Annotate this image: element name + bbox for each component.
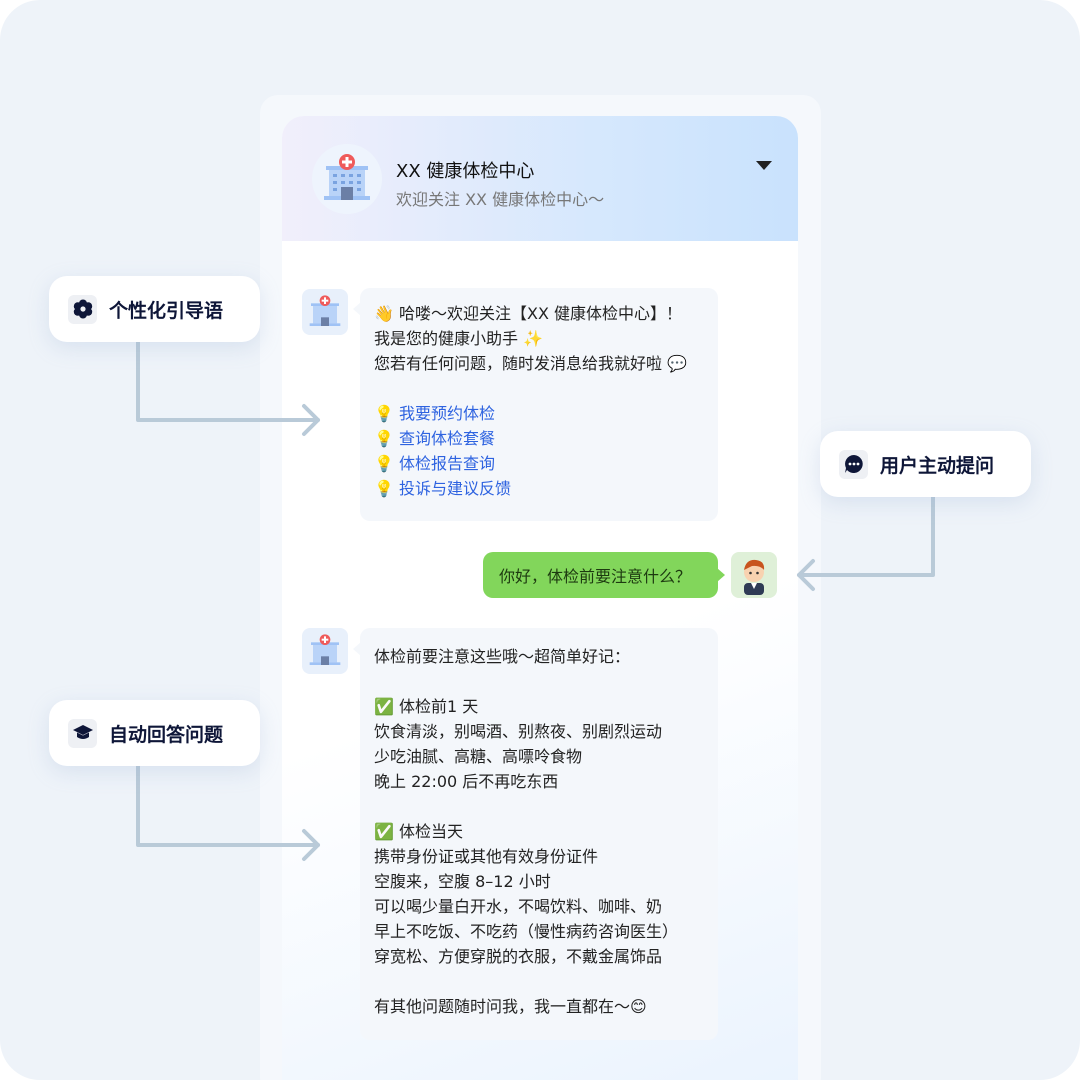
callout-label: 用户主动提问 <box>880 454 995 477</box>
message-line: 体检前要注意这些哦～超简单好记： <box>374 647 631 666</box>
graduation-cap-icon <box>68 718 97 748</box>
gear-icon <box>68 294 97 324</box>
message-line: 您若有任何问题，随时发消息给我就好啦 💬 <box>374 354 688 373</box>
bot-avatar <box>302 628 348 674</box>
user-message: 你好，体检前要注意什么？ <box>483 552 725 598</box>
callout-guide: 个性化引导语 <box>49 276 260 342</box>
bulb-icon: 💡 <box>374 404 394 423</box>
message-line: 携带身份证或其他有效身份证件 <box>374 847 599 866</box>
callout-auto: 自动回答问题 <box>49 700 260 766</box>
dropdown-caret-icon[interactable] <box>756 161 772 170</box>
message-line: 可以喝少量白开水，不喝饮料、咖啡、奶 <box>374 897 663 916</box>
chat-header: XX 健康体检中心 欢迎关注 XX 健康体检中心～ <box>282 116 798 241</box>
account-subtitle: 欢迎关注 XX 健康体检中心～ <box>396 190 605 209</box>
message-line: 饮食清淡，别喝酒、别熬夜、别剧烈运动 <box>374 722 663 741</box>
message-line: 穿宽松、方便穿脱的衣服，不戴金属饰品 <box>374 947 663 966</box>
quick-link-report[interactable]: 体检报告查询 <box>399 454 496 473</box>
user-avatar <box>731 552 777 598</box>
bulb-icon: 💡 <box>374 454 394 473</box>
arrow-guide <box>136 340 320 422</box>
quick-link-book-exam[interactable]: 我要预约体检 <box>399 404 496 423</box>
bulb-icon: 💡 <box>374 429 394 448</box>
message-line: 早上不吃饭、不吃药（慢性病药咨询医生） <box>374 922 679 941</box>
message-line: 少吃油腻、高糖、高嘌呤食物 <box>374 747 583 766</box>
chat-bubble-icon <box>839 449 868 479</box>
hospital-logo-icon <box>312 144 382 214</box>
quick-link-packages[interactable]: 查询体检套餐 <box>399 429 496 448</box>
message-line: 👋 哈喽～欢迎关注【XX 健康体检中心】！ <box>374 304 683 323</box>
welcome-message: 👋 哈喽～欢迎关注【XX 健康体检中心】！ 我是您的健康小助手 ✨ 您若有任何问… <box>353 288 718 521</box>
callout-label: 自动回答问题 <box>109 723 224 746</box>
message-line: 空腹来，空腹 8–12 小时 <box>374 872 551 891</box>
auto-answer-message: 体检前要注意这些哦～超简单好记： ✅ 体检前1 天饮食清淡，别喝酒、别熬夜、别剧烈… <box>353 628 718 1040</box>
callout-ask: 用户主动提问 <box>820 431 1031 497</box>
message-line: ✅ 体检前1 天 <box>374 697 479 716</box>
message-line: 晚上 22:00 后不再吃东西 <box>374 772 559 791</box>
account-name: XX 健康体检中心 <box>396 161 535 182</box>
bot-avatar <box>302 289 348 335</box>
message-line: 我是您的健康小助手 ✨ <box>374 329 544 348</box>
bulb-icon: 💡 <box>374 479 394 498</box>
quick-link-feedback[interactable]: 投诉与建议反馈 <box>399 479 512 498</box>
arrow-ask <box>797 494 935 577</box>
message-line: ✅ 体检当天 <box>374 822 464 841</box>
arrow-auto <box>136 764 320 847</box>
callout-label: 个性化引导语 <box>109 299 224 322</box>
message-line: 有其他问题随时问我，我一直都在～😊 <box>374 997 647 1016</box>
